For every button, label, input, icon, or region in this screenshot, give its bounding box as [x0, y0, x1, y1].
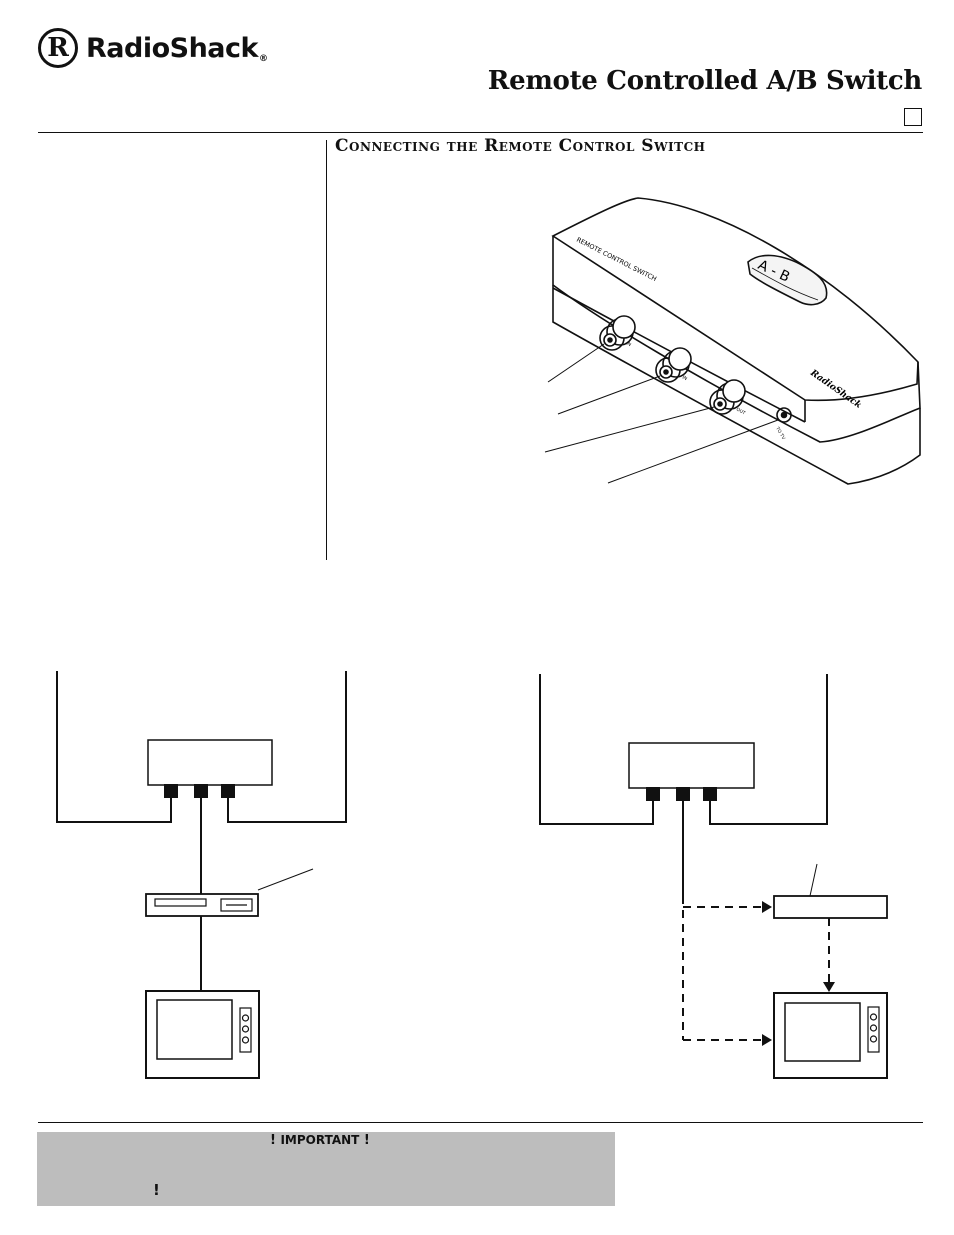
vcr-slot	[154, 898, 207, 907]
port-block	[676, 787, 690, 801]
callout-line	[557, 375, 661, 415]
port-block	[646, 787, 660, 801]
cable-left-a	[56, 671, 172, 823]
switch-box-right	[628, 742, 755, 789]
diagram-left	[56, 671, 347, 1079]
port-label: TO TV	[774, 425, 787, 441]
connector-3	[709, 379, 746, 415]
arrowheads	[762, 901, 835, 1046]
cable-right-b	[709, 674, 828, 825]
tv-screen	[784, 1002, 861, 1062]
device-front-upper	[552, 236, 921, 443]
exclamation-icon: !	[270, 1133, 276, 1148]
brand-text: RadioShack	[86, 32, 259, 64]
language-box	[904, 108, 922, 126]
diagram-right	[539, 674, 888, 1079]
port-label: IN	[681, 375, 688, 383]
arrow-right	[762, 901, 772, 913]
callout-line	[257, 868, 314, 891]
arrow-down	[823, 982, 835, 992]
registered-mark: ®	[259, 53, 268, 64]
port-block	[194, 784, 208, 798]
switch-box-left	[147, 739, 273, 786]
callout-line	[544, 406, 715, 453]
arrow-right	[762, 1034, 772, 1046]
tv-icon	[773, 992, 888, 1079]
header-rule	[38, 132, 923, 133]
cable-right-a	[539, 674, 654, 825]
callout-line	[547, 343, 605, 383]
tv-screen	[156, 999, 233, 1060]
important-heading: ! IMPORTANT !	[270, 1133, 370, 1148]
cable-left-b	[227, 671, 347, 823]
exclamation-icon: !	[153, 1181, 160, 1199]
important-label: IMPORTANT	[280, 1133, 360, 1147]
brand-logo: R RadioShack®	[38, 28, 268, 68]
connector-2	[655, 347, 692, 383]
ab-button	[747, 254, 828, 306]
exclamation-icon: !	[363, 1133, 370, 1148]
vcr-panel	[220, 898, 253, 912]
brand-name: RadioShack®	[86, 33, 268, 64]
port-label: OUT	[735, 407, 747, 417]
page-title: Remote Controlled A/B Switch	[487, 66, 923, 96]
tv-controls	[239, 1007, 252, 1053]
important-notice	[37, 1132, 615, 1206]
connector-1	[599, 315, 636, 351]
receiver-icon	[773, 895, 888, 919]
port-block	[703, 787, 717, 801]
footer-rule	[38, 1122, 923, 1123]
callout-line	[809, 863, 818, 897]
tv-jack	[776, 407, 792, 423]
section-title: Connecting the Remote Control Switch	[335, 136, 706, 156]
callout-line	[607, 419, 779, 484]
switch-device-illustration	[544, 197, 921, 485]
device-front-lower	[552, 285, 921, 485]
port-label: IN	[625, 341, 632, 349]
column-divider	[326, 140, 327, 560]
device-top	[551, 197, 919, 402]
port-block	[164, 784, 178, 798]
port-block	[221, 784, 235, 798]
tv-icon	[145, 990, 260, 1079]
tv-controls	[867, 1006, 880, 1053]
logo-mark: R	[38, 28, 78, 68]
